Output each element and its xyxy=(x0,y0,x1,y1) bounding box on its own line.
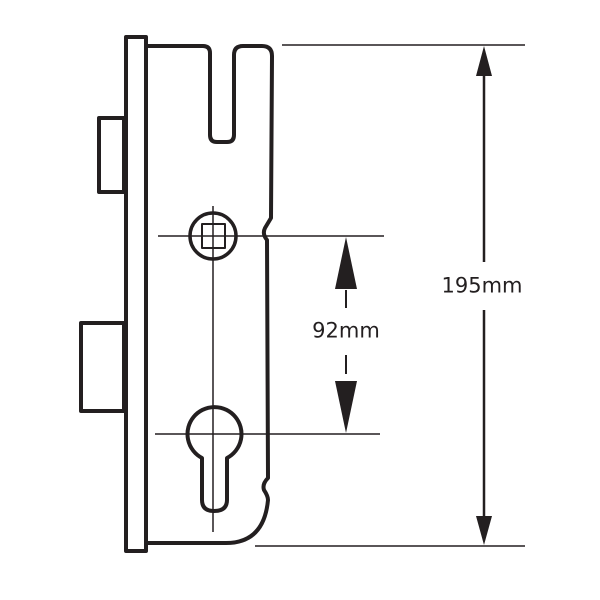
euro-cylinder-profile xyxy=(185,405,244,513)
deadbolt xyxy=(79,321,126,413)
arrow-up-icon xyxy=(476,46,492,76)
centre-dimension-label: 92mm xyxy=(312,318,380,343)
overall-extension-lines xyxy=(255,44,525,547)
arrow-down-icon xyxy=(335,381,357,433)
centre-lines xyxy=(155,206,384,532)
latch xyxy=(97,116,126,194)
case-body xyxy=(146,44,274,545)
arrow-down-icon xyxy=(476,516,492,545)
overall-dimension-label: 195mm xyxy=(441,273,523,298)
faceplate xyxy=(124,35,148,553)
arrow-up-icon xyxy=(335,237,357,289)
